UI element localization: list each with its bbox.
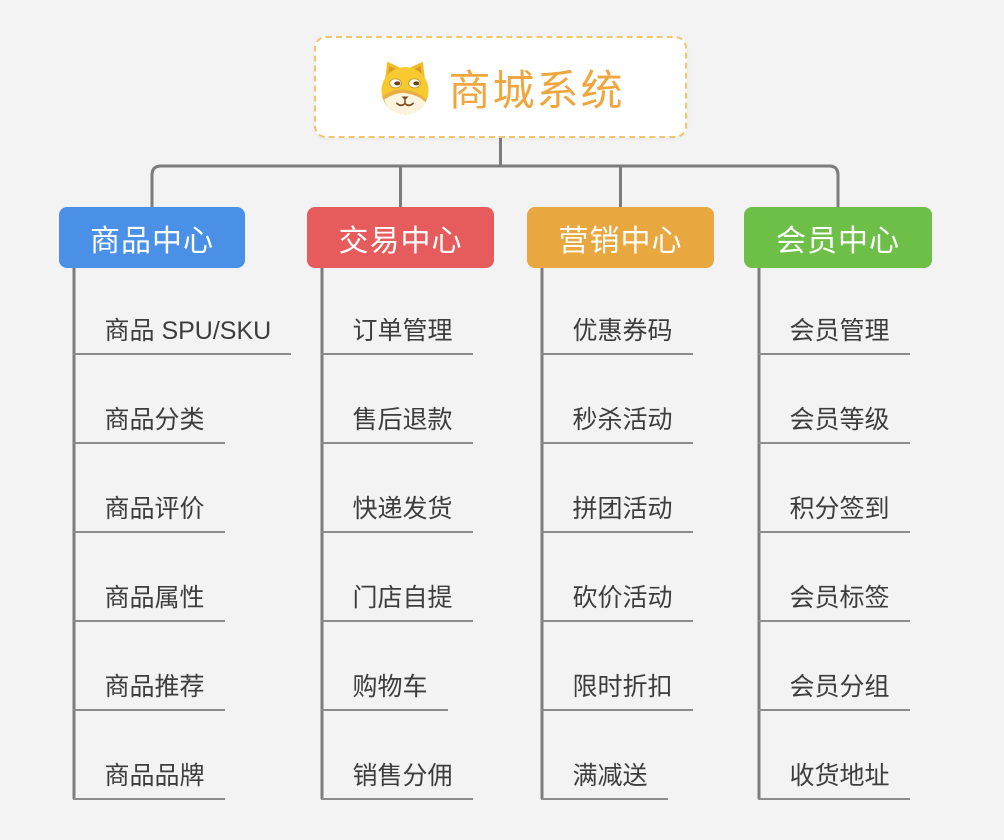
leaf-node[interactable]: 积分签到 xyxy=(757,487,910,533)
leaf-node[interactable]: 会员管理 xyxy=(757,309,910,355)
leaf-node[interactable]: 门店自提 xyxy=(320,576,473,622)
leaf-label: 商品推荐 xyxy=(104,673,205,701)
branch-label: 营销中心 xyxy=(558,224,683,258)
leaf-label: 商品属性 xyxy=(104,584,205,612)
leaf-label: 限时折扣 xyxy=(572,673,673,701)
leaf-node[interactable]: 会员等级 xyxy=(757,398,910,444)
leaf-node[interactable]: 商品属性 xyxy=(72,576,225,622)
leaf-label: 门店自提 xyxy=(352,584,453,612)
leaf-node[interactable]: 优惠券码 xyxy=(540,309,693,355)
leaf-label: 砍价活动 xyxy=(572,584,673,612)
leaf-label: 会员管理 xyxy=(789,317,890,345)
leaf-node[interactable]: 商品分类 xyxy=(72,398,225,444)
leaf-node[interactable]: 拼团活动 xyxy=(540,487,693,533)
leaf-label: 秒杀活动 xyxy=(572,406,673,434)
root-title: 商城系统 xyxy=(448,66,625,114)
leaf-label: 会员等级 xyxy=(789,406,890,434)
leaf-node[interactable]: 订单管理 xyxy=(320,309,473,355)
leaf-label: 商品 SPU/SKU xyxy=(104,317,272,345)
dog-face-icon xyxy=(376,58,434,116)
branch-node[interactable]: 商品中心 xyxy=(59,207,245,268)
leaf-label: 会员分组 xyxy=(789,673,890,701)
leaf-label: 商品分类 xyxy=(104,406,205,434)
branch-node[interactable]: 交易中心 xyxy=(307,207,494,268)
leaf-label: 商品品牌 xyxy=(104,762,205,790)
leaf-label: 优惠券码 xyxy=(572,317,673,345)
leaf-label: 积分签到 xyxy=(789,495,890,523)
leaf-node[interactable]: 商品评价 xyxy=(72,487,225,533)
branch-node[interactable]: 营销中心 xyxy=(527,207,714,268)
branch-label: 交易中心 xyxy=(338,224,463,258)
leaf-node[interactable]: 购物车 xyxy=(320,665,448,711)
branch-label: 会员中心 xyxy=(776,224,900,258)
leaf-node[interactable]: 收货地址 xyxy=(757,754,910,800)
leaf-label: 订单管理 xyxy=(352,317,453,345)
leaf-label: 拼团活动 xyxy=(572,495,673,523)
leaf-label: 收货地址 xyxy=(789,762,890,790)
leaf-node[interactable]: 秒杀活动 xyxy=(540,398,693,444)
leaf-label: 快递发货 xyxy=(352,495,453,523)
branch-node[interactable]: 会员中心 xyxy=(744,207,932,268)
leaf-node[interactable]: 砍价活动 xyxy=(540,576,693,622)
leaf-node[interactable]: 售后退款 xyxy=(320,398,473,444)
leaf-node[interactable]: 销售分佣 xyxy=(320,754,473,800)
leaf-node[interactable]: 满减送 xyxy=(540,754,668,800)
leaf-label: 满减送 xyxy=(572,762,648,790)
leaf-label: 销售分佣 xyxy=(352,762,453,790)
leaf-node[interactable]: 限时折扣 xyxy=(540,665,693,711)
leaf-node[interactable]: 商品推荐 xyxy=(72,665,225,711)
leaf-node[interactable]: 会员标签 xyxy=(757,576,910,622)
leaf-node[interactable]: 商品 SPU/SKU xyxy=(72,309,292,355)
leaf-label: 售后退款 xyxy=(352,406,453,434)
leaf-label: 商品评价 xyxy=(104,495,205,523)
leaf-node[interactable]: 会员分组 xyxy=(757,665,910,711)
branch-label: 商品中心 xyxy=(90,224,214,258)
root-node[interactable]: 商城系统 xyxy=(314,36,687,138)
leaf-node[interactable]: 快递发货 xyxy=(320,487,473,533)
leaf-label: 购物车 xyxy=(352,673,428,701)
leaf-node[interactable]: 商品品牌 xyxy=(72,754,225,800)
leaf-label: 会员标签 xyxy=(789,584,890,612)
